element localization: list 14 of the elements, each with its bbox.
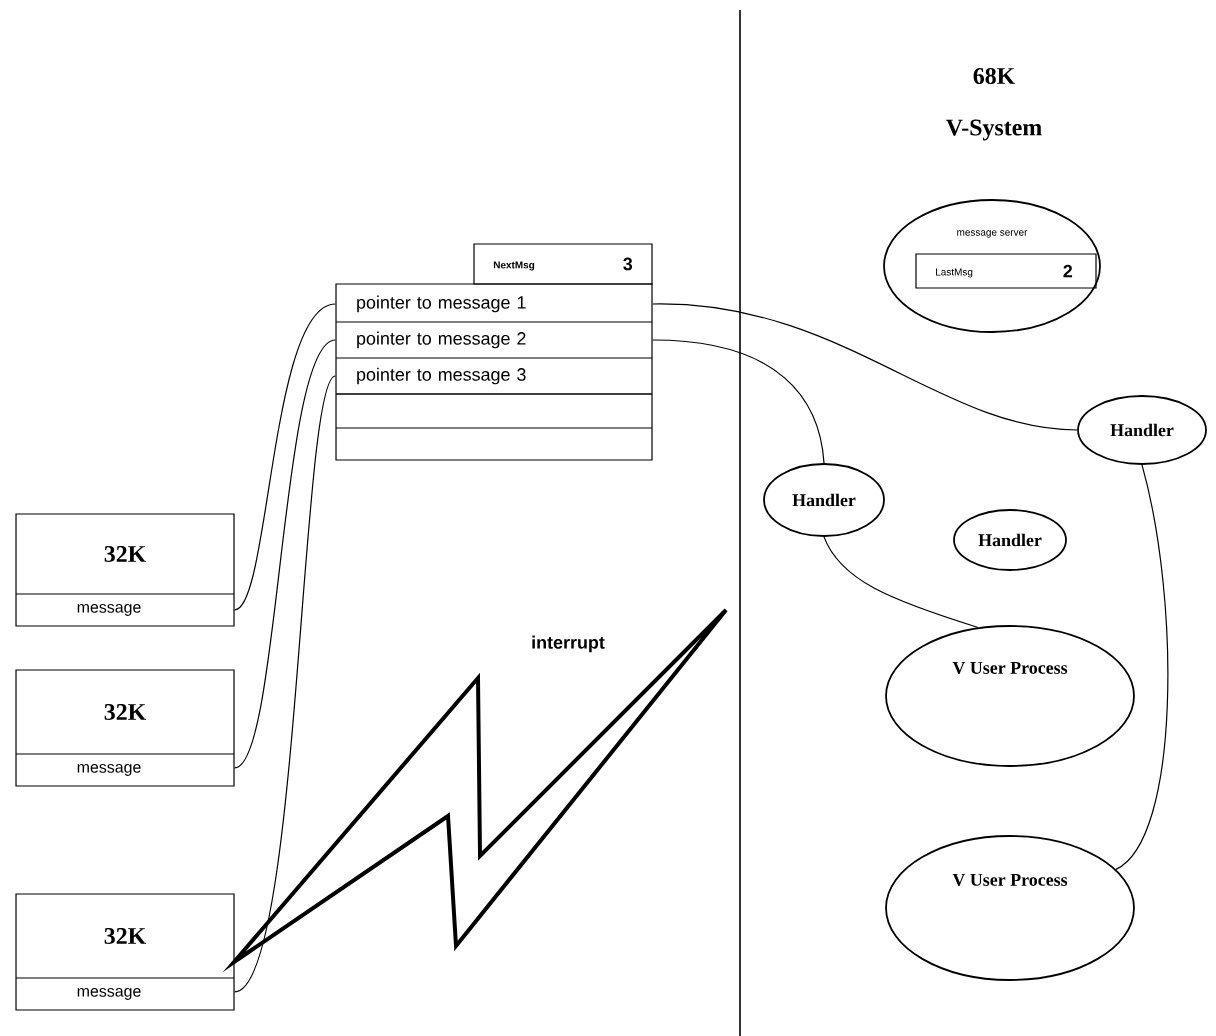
- heading: 68K: [973, 67, 1016, 85]
- annotation-label: interrupt: [532, 635, 605, 653]
- table-row: pointer to message 1: [335, 295, 653, 323]
- connector-line: [234, 375, 336, 993]
- connector-line: [234, 339, 336, 769]
- connector-line: [823, 536, 979, 629]
- connector-line: [234, 303, 336, 611]
- connector-line: [1115, 464, 1169, 870]
- connector-line: [652, 303, 1078, 431]
- table-row: pointer to message 3: [335, 367, 653, 395]
- pointer-table: [335, 283, 653, 461]
- connector-line: [652, 339, 825, 464]
- table-row: pointer to message 2: [335, 331, 653, 359]
- heading: V-System: [946, 119, 1042, 141]
